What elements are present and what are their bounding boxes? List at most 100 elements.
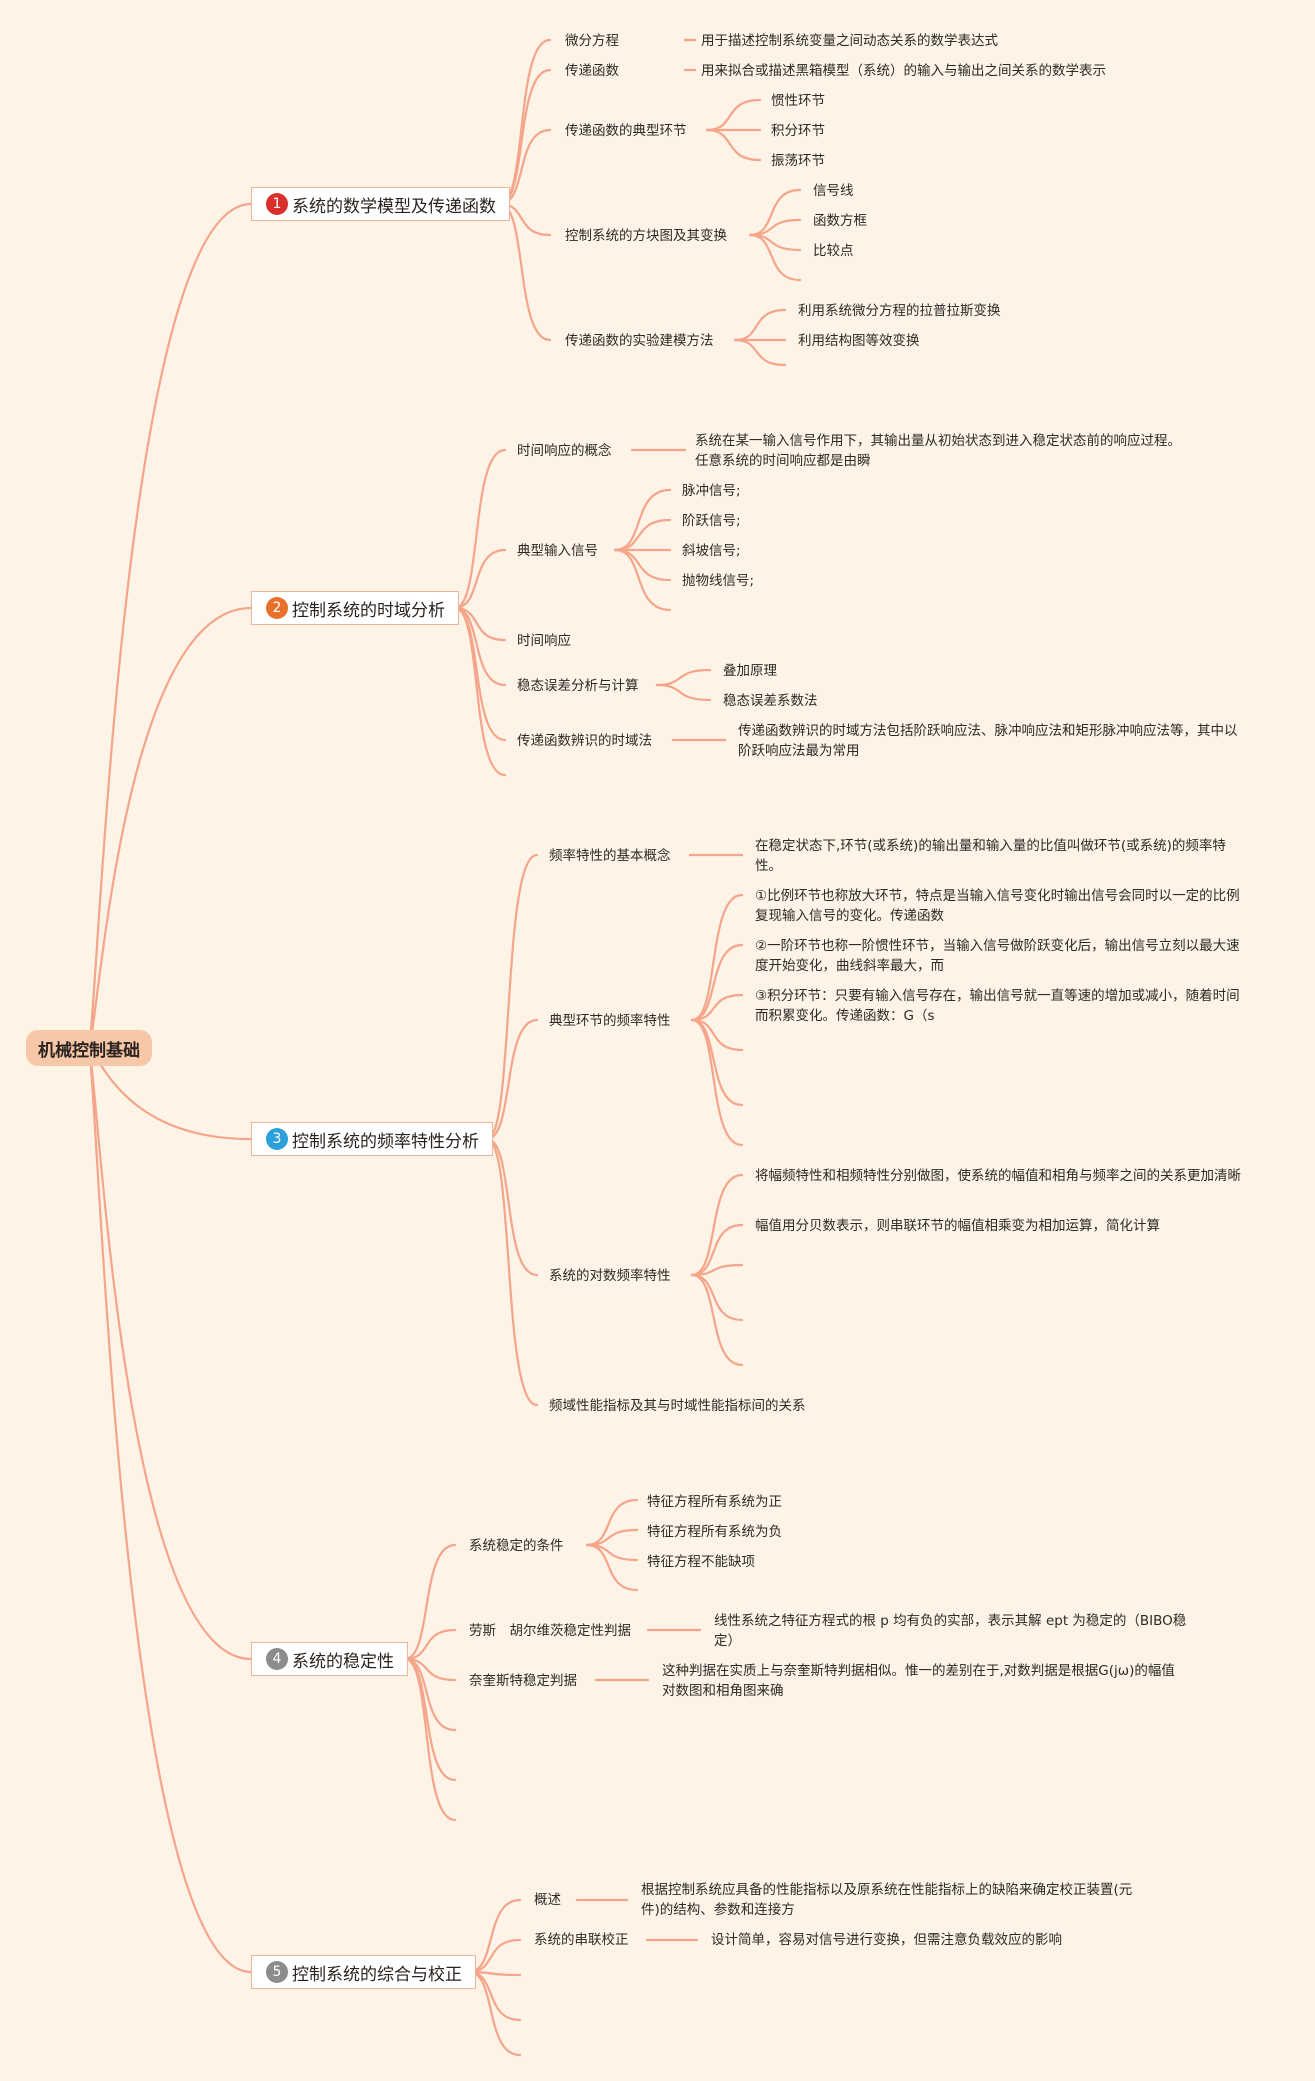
b5-topic-overview[interactable]: 概述 [534,1892,561,1908]
b5-topic-series-correction[interactable]: 系统的串联校正 [534,1932,629,1948]
number-4-badge: 4 [266,1648,288,1670]
b3-sub-link-a-2 [690,943,744,1022]
b3-sub-link-a-4 [690,1018,744,1052]
b2-note-time-domain-identification: 传递函数辨识的时域方法包括阶跃响应法、脉冲响应法和矩形脉冲响应法等，其中以阶跃响… [738,723,1238,759]
b3-item-decibel[interactable]: 幅值用分贝数表示，则串联环节的幅值相乘变为相加运算，简化计算 [755,1218,1160,1234]
b3-link-1 [485,853,539,1141]
b1-item-integral[interactable]: 积分环节 [771,123,825,139]
b2-topic-time-response-concept[interactable]: 时间响应的概念 [517,443,612,459]
b3-item-integral-element[interactable]: ③积分环节：只要有输入信号存在，输出信号就一直等速的增加或减小，随着时间而积累变… [755,988,1240,1024]
b2-link-4 [453,606,507,687]
b1-item-function-block[interactable]: 函数方框 [813,213,867,229]
b3-sub-link-a-5 [690,1018,744,1107]
b1-sub-link-b-1 [748,188,802,237]
b3-item-proportional[interactable]: ①比例环节也称放大环节，特点是当输入信号变化时输出信号会同时以一定的比例复现输入… [755,888,1240,924]
b2-link-2 [453,548,507,610]
b1-note-transfer-function: 用来拟合或描述黑箱模型（系统）的输入与输出之间关系的数学表示 [701,63,1106,79]
b4-item-no-missing-terms[interactable]: 特征方程不能缺项 [647,1554,755,1570]
b2-topic-typical-inputs[interactable]: 典型输入信号 [517,543,598,559]
b2-item-ramp[interactable]: 斜坡信号; [682,543,741,559]
b3-topic-log-frequency[interactable]: 系统的对数频率特性 [549,1268,671,1284]
b4-note-routh-hurwitz: 线性系统之特征方程式的根 p 均有负的实部，表示其解 ept 为稳定的（BIBO… [714,1613,1187,1649]
branch-3-node[interactable]: 3 控制系统的频率特性分析 [251,1122,493,1156]
b2-topic-steady-state-error[interactable]: 稳态误差分析与计算 [517,678,639,694]
b1-sub-link-c-3 [733,338,787,367]
b4-topic-nyquist[interactable]: 奈奎斯特稳定判据 [469,1673,577,1689]
branch-2-node[interactable]: 2 控制系统的时域分析 [251,591,459,625]
branch-3-title: 控制系统的频率特性分析 [292,1131,479,1152]
b2-item-parabola[interactable]: 抛物线信号; [682,573,755,589]
b2-item-error-coefficient[interactable]: 稳态误差系数法 [723,693,818,709]
root-connector-4 [86,1046,253,1661]
b3-sub-link-b-3 [690,1263,744,1277]
b3-sub-link-b-1 [690,1173,744,1277]
b3-sub-link-b-2 [690,1223,744,1277]
root-node[interactable]: 机械控制基础 [26,1030,152,1066]
branch-1-node[interactable]: 1 系统的数学模型及传递函数 [251,187,510,221]
b3-sub-link-b-4 [690,1273,744,1322]
b5-note-overview: 根据控制系统应具备的性能指标以及原系统在性能指标上的缺陷来确定校正装置(元件)的… [641,1882,1133,1918]
b1-item-signal-line[interactable]: 信号线 [813,183,854,199]
b4-link-3 [403,1657,457,1682]
branch-1-title: 系统的数学模型及传递函数 [292,196,496,217]
root-connector-1 [86,202,253,1050]
branch-2-title: 控制系统的时域分析 [292,600,445,621]
b1-topic-block-diagram[interactable]: 控制系统的方块图及其变换 [565,228,727,244]
b3-item-bode-plot[interactable]: 将幅频特性和相频特性分别做图，使系统的幅值和相角与频率之间的关系更加清晰 [755,1168,1241,1184]
b5-link-1 [467,1898,522,1974]
b4-link-6 [403,1657,457,1822]
b2-sub-link-a-5 [613,548,672,612]
b2-item-superposition[interactable]: 叠加原理 [723,663,777,679]
b2-sub-link-b-1 [655,668,712,687]
b4-link-2 [403,1628,457,1661]
branch-5-node[interactable]: 5 控制系统的综合与校正 [251,1955,476,1989]
b1-item-comparison-point[interactable]: 比较点 [813,243,854,259]
b5-note-series-correction: 设计简单，容易对信号进行变换，但需注意负载效应的影响 [711,1932,1062,1948]
b4-item-all-negative[interactable]: 特征方程所有系统为负 [647,1524,782,1540]
b4-sub-link-a-1 [585,1498,639,1547]
b2-item-impulse[interactable]: 脉冲信号; [682,483,741,499]
b2-sub-link-a-4 [613,548,672,582]
b1-topic-typical-elements[interactable]: 传递函数的典型环节 [565,123,687,139]
b5-link-4 [467,1970,522,2022]
b2-link-6 [453,606,507,777]
b3-sub-link-a-1 [690,893,744,1022]
b3-topic-frequency-concept[interactable]: 频率特性的基本概念 [549,848,671,864]
b1-topic-differential-equation[interactable]: 微分方程 [565,33,619,49]
b2-topic-time-response[interactable]: 时间响应 [517,633,571,649]
root-connector-2 [86,606,253,1050]
b4-sub-link-a-4 [585,1543,639,1592]
b4-item-all-positive[interactable]: 特征方程所有系统为正 [647,1494,782,1510]
b2-note-time-response-concept: 系统在某一输入信号作用下，其输出量从初始状态到进入稳定状态前的响应过程。任意系统… [695,433,1181,469]
number-1-badge: 1 [266,193,288,215]
b1-item-oscillation[interactable]: 振荡环节 [771,153,825,169]
b2-sub-link-b-2 [655,683,712,702]
b3-topic-typical-element-frequency[interactable]: 典型环节的频率特性 [549,1013,671,1029]
b1-note-differential-equation: 用于描述控制系统变量之间动态关系的数学表达式 [701,33,998,49]
b1-topic-transfer-function[interactable]: 传递函数 [565,63,619,79]
b5-link-2 [467,1938,522,1974]
b1-sub-link-c-1 [733,308,787,342]
b2-topic-time-domain-identification[interactable]: 传递函数辨识的时域法 [517,733,652,749]
b1-sub-link-a-1 [705,98,762,132]
b1-link-2 [498,68,552,206]
branch-4-title: 系统的稳定性 [292,1651,394,1672]
b1-topic-experimental-modeling[interactable]: 传递函数的实验建模方法 [565,333,714,349]
branch-4-node[interactable]: 4 系统的稳定性 [251,1642,408,1676]
b4-topic-stability-condition[interactable]: 系统稳定的条件 [469,1538,564,1554]
b4-link-4 [403,1657,457,1732]
b1-item-inertia[interactable]: 惯性环节 [771,93,825,109]
b1-item-laplace[interactable]: 利用系统微分方程的拉普拉斯变换 [798,303,1001,319]
b4-topic-routh-hurwitz[interactable]: 劳斯 胡尔维茨稳定性判据 [469,1623,631,1639]
b1-sub-link-a-3 [705,128,762,162]
b3-sub-link-b-5 [690,1273,744,1367]
b3-topic-performance-indices[interactable]: 频域性能指标及其与时域性能指标间的关系 [549,1398,806,1414]
b1-sub-link-b-4 [748,233,802,282]
branch-5-title: 控制系统的综合与校正 [292,1964,462,1985]
b2-item-step[interactable]: 阶跃信号; [682,513,741,529]
b2-sub-link-a-1 [613,488,672,552]
b4-link-1 [403,1543,457,1661]
b3-item-first-order[interactable]: ②一阶环节也称一阶惯性环节，当输入信号做阶跃变化后，输出信号立刻以最大速度开始变… [755,938,1240,974]
b1-item-structure-equivalent[interactable]: 利用结构图等效变换 [798,333,920,349]
